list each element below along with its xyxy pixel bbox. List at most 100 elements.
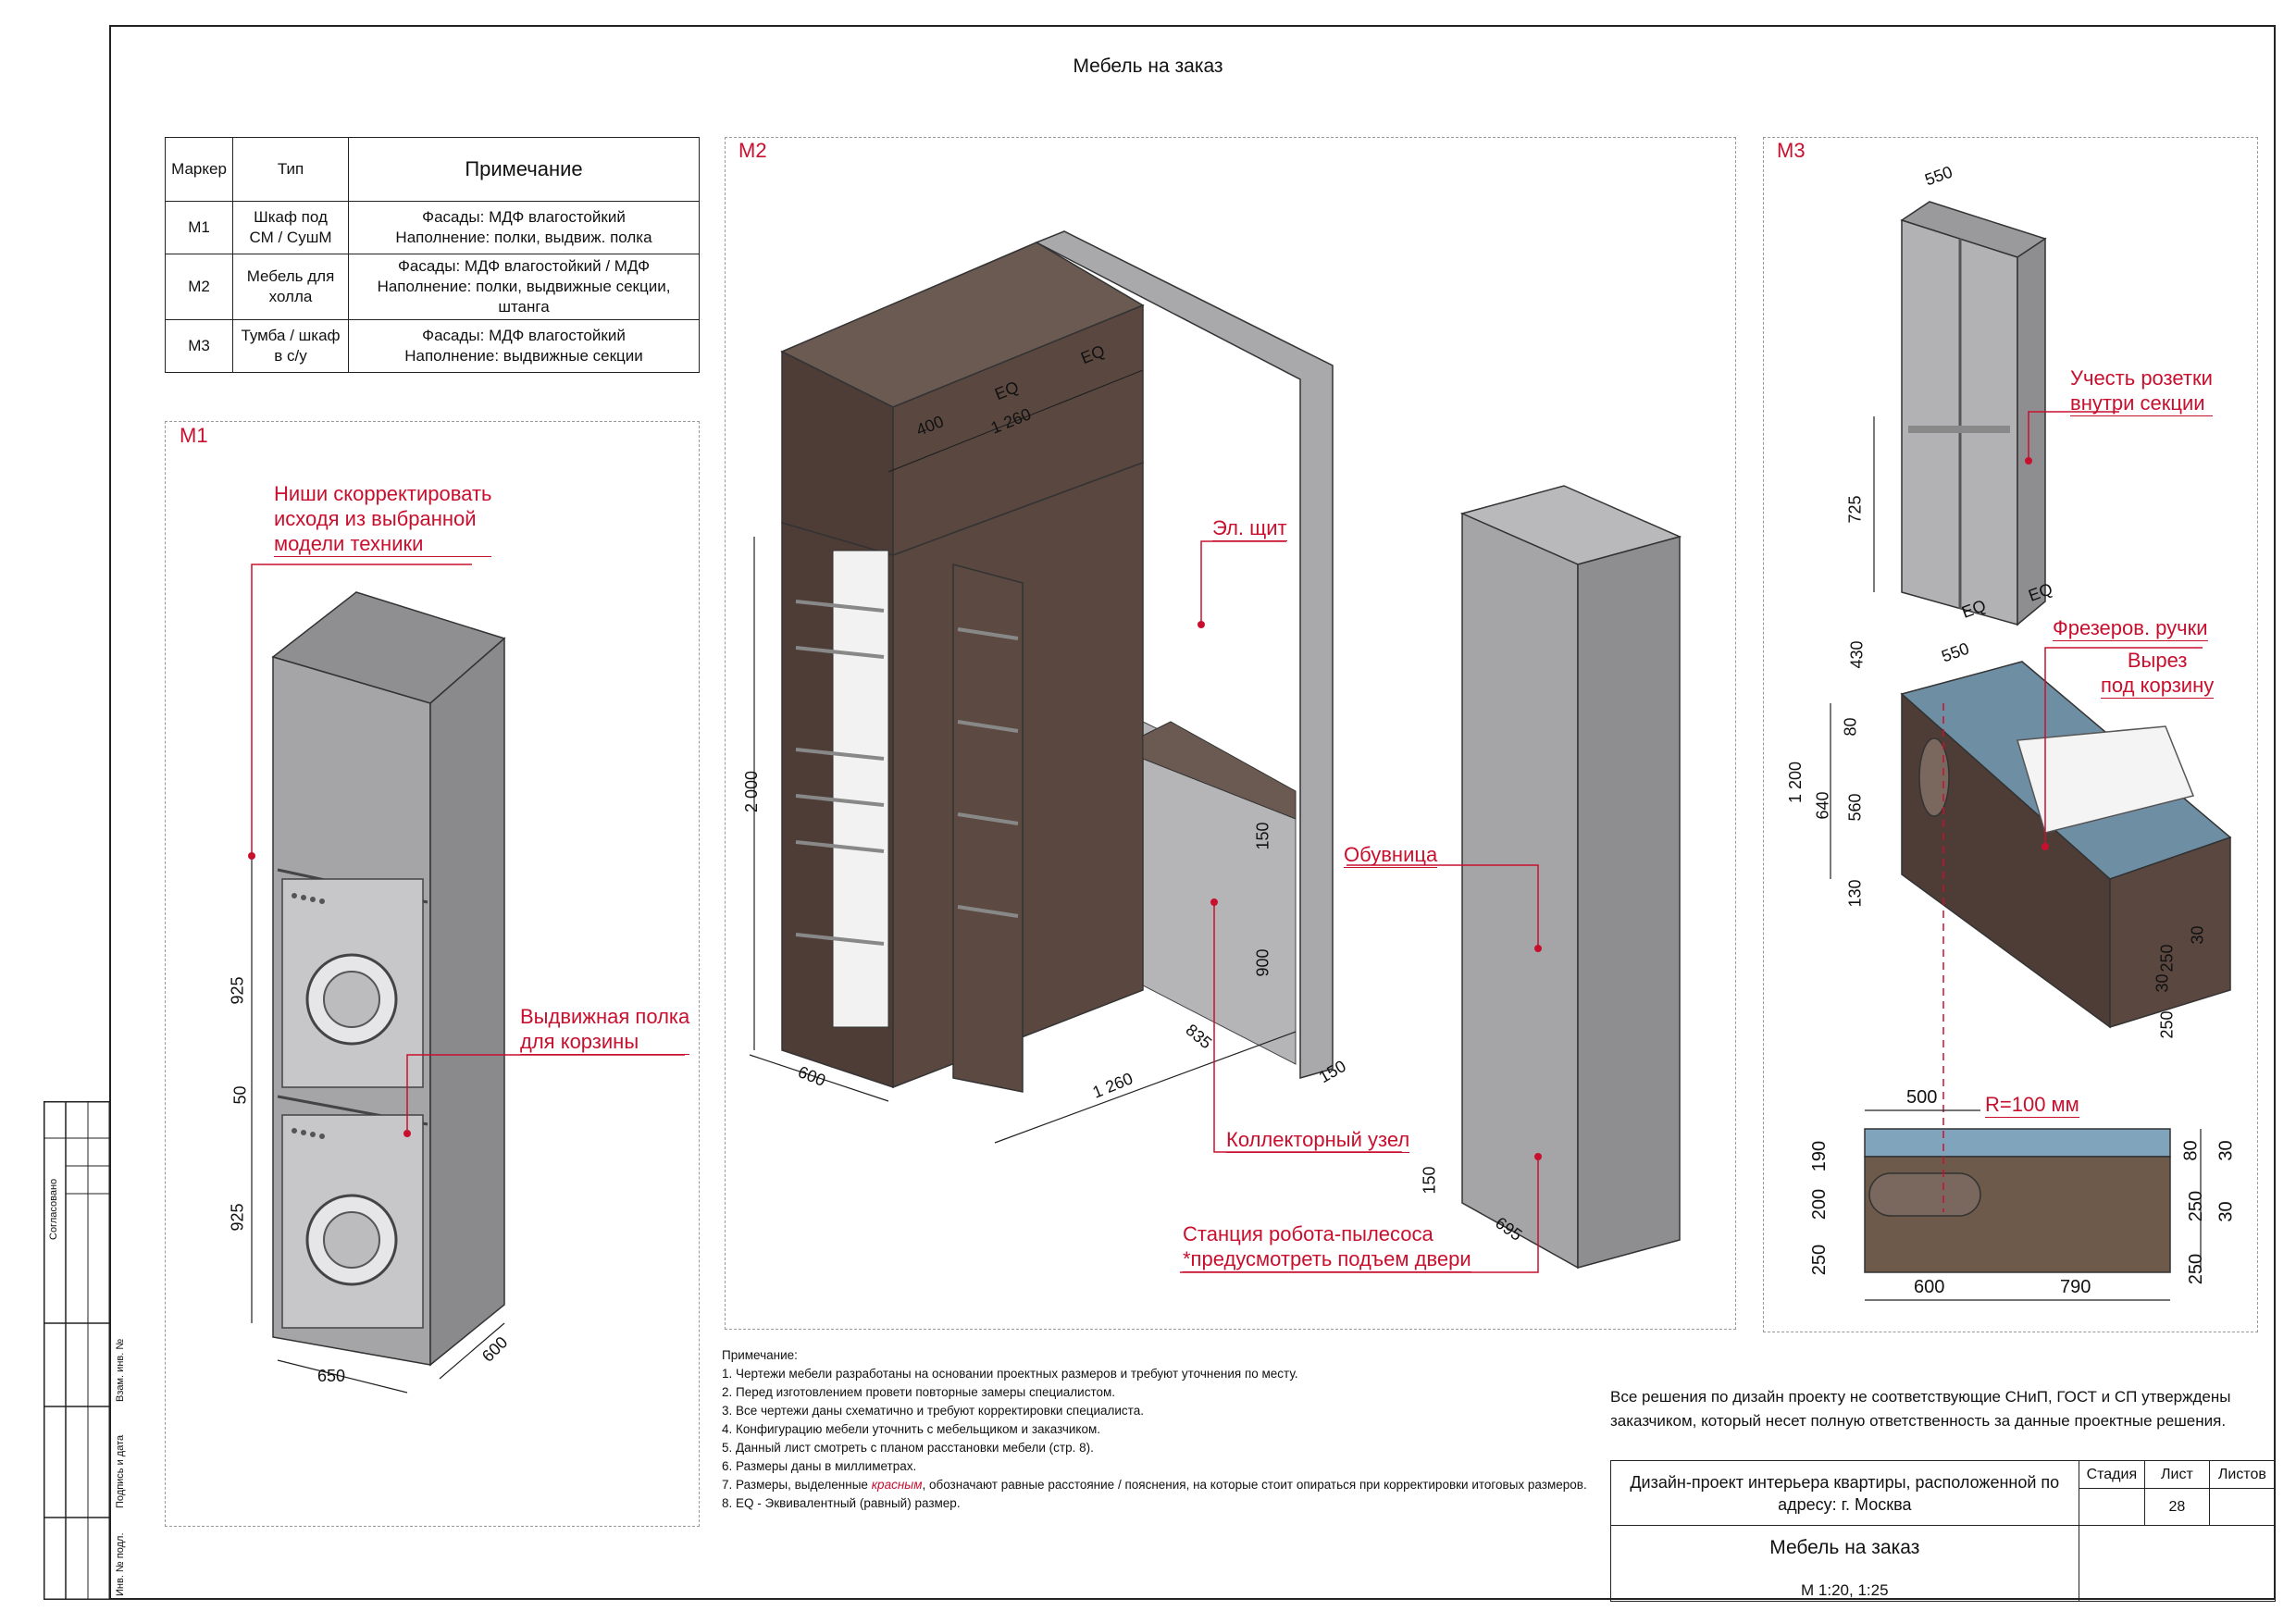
legend-note: Фасады: МДФ влагостойкий (422, 327, 626, 344)
legend-type: Мебель для (246, 267, 335, 285)
approval-strip: Согласовано Взам. инв. № Подпись и дата … (43, 1101, 126, 1600)
note-item: 4. Конфигурацию мебели уточнить с мебель… (722, 1422, 1101, 1436)
note-item: 5. Данный лист смотреть с планом расстан… (722, 1441, 1094, 1455)
section-countertop (1864, 1128, 2171, 1158)
legend-note: Наполнение: полки, выдвижные секции, шта… (377, 278, 671, 316)
m3-dim-h80: 80 (1841, 717, 1860, 737)
legend-marker: М2 (165, 254, 233, 320)
m3-sec-190: 190 (1809, 1140, 1831, 1172)
m1-cabinet-drawing (248, 564, 685, 1394)
legend-note: Наполнение: выдвижные секции (404, 347, 643, 365)
legend-type: холла (268, 288, 313, 305)
m3-dim-h560: 560 (1845, 793, 1865, 822)
legend-row: М3 Тумба / шкаф в с/у Фасады: МДФ влагост… (165, 319, 700, 373)
title-block-scale: М 1:20, 1:25 (1801, 1581, 1889, 1599)
legend-note: Фасады: МДФ влагостойкий (422, 208, 626, 226)
approval-strip-grid (43, 1101, 110, 1600)
panel-m2-label: М2 (738, 139, 767, 162)
m2-collector-note: Коллекторный узел (1226, 1128, 1410, 1153)
note-item: 6. Размеры даны в миллиметрах. (722, 1459, 917, 1473)
legend-header-type: Тип (232, 137, 349, 202)
sheet-title: Мебель на заказ (1073, 56, 1223, 77)
m1-dim-gap: 50 (230, 1085, 250, 1105)
m3-sec-200: 200 (1809, 1188, 1831, 1220)
title-block-name: Мебель на заказ (1769, 1537, 1920, 1558)
note-item: 2. Перед изготовлением провети повторные… (722, 1385, 1116, 1399)
m2-dim-niche-z: 900 (1253, 948, 1272, 977)
legend-note: Фасады: МДФ влагостойкий / МДФ (397, 257, 651, 275)
m2-dim-cab-h: 150 (1420, 1166, 1439, 1195)
legend-type: Тумба / шкаф (241, 327, 341, 344)
m3-dim-h725: 725 (1845, 495, 1865, 524)
m1-dim-h2: 925 (228, 1203, 247, 1232)
m3-dim-h640: 640 (1813, 791, 1832, 820)
sink-icon (2017, 725, 2195, 834)
m3-sec-250r: 250 (2186, 1190, 2207, 1222)
panel-m1-label: М1 (180, 424, 208, 447)
m3-dim-h1200: 1 200 (1786, 761, 1806, 804)
panel-m3 (1763, 137, 2258, 1332)
m2-dim-height: 2 000 (742, 770, 762, 813)
m2-robot-note: Станция робота-пылесоса *предусмотреть п… (1183, 1222, 1471, 1272)
m3-dim-h130: 130 (1845, 879, 1865, 908)
m3-dim-d250b: 250 (2157, 1010, 2177, 1039)
m3-radius-note: R=100 мм (1985, 1093, 2079, 1118)
m3-sec-30b: 30 (2215, 1201, 2237, 1222)
strip-inv-orig: Инв. № подл. (115, 1532, 126, 1596)
legend-header-note: Примечание (348, 137, 700, 202)
m3-dim-d30a: 30 (2188, 925, 2207, 945)
title-block-stage-label: Стадия (2078, 1460, 2146, 1489)
legend-type: в с/у (274, 347, 307, 365)
m2-shoe-note: Обувница (1344, 843, 1438, 868)
legend-row: М2 Мебель для холла Фасады: МДФ влагостой… (165, 254, 700, 320)
strip-inv-replace: Взам. инв. № (115, 1338, 126, 1402)
m1-shelf-note: Выдвижная полка для корзины (520, 1005, 690, 1055)
m2-hall-drawing (749, 230, 1682, 1273)
note-item: 1. Чертежи мебели разработаны на основан… (722, 1367, 1298, 1381)
title-block-sheet-no: 28 (2144, 1488, 2210, 1526)
drawing-frame (109, 25, 2276, 1600)
m2-panel-note: Эл. щит (1212, 516, 1287, 541)
m1-niche-note: Ниши скорректировать исходя из выбранной… (274, 482, 492, 557)
strip-agreed: Согласовано (48, 1178, 59, 1240)
legend-note: Наполнение: полки, выдвиж. полка (395, 229, 652, 246)
m3-sec-30a: 30 (2215, 1140, 2237, 1161)
disclaimer: Все решения по дизайн проекту не соответ… (1610, 1388, 2231, 1430)
m1-dim-h1: 925 (228, 976, 247, 1005)
note-item: 3. Все чертежи даны схематично и требуют… (722, 1404, 1144, 1418)
title-block-project: Дизайн-проект интерьера квартиры, распол… (1610, 1460, 2079, 1526)
m3-sec-500: 500 (1906, 1087, 1938, 1108)
m3-sec-80: 80 (2180, 1140, 2202, 1161)
legend-type: СМ / СушМ (249, 229, 332, 246)
m3-sec-250r2: 250 (2186, 1253, 2207, 1285)
general-notes: Примечание: 1. Чертежи мебели разработан… (722, 1346, 1601, 1513)
title-block: Дизайн-проект интерьера квартиры, распол… (1610, 1460, 2277, 1602)
m3-handles-note: Фрезеров. ручки (2053, 616, 2208, 641)
m3-dim-d250a: 250 (2157, 944, 2177, 973)
m3-cutout-note: Вырез под корзину (2101, 649, 2215, 699)
m3-dim-h430: 430 (1847, 640, 1867, 669)
title-block-stage-value (2078, 1488, 2146, 1526)
note-item: 8. EQ - Эквивалентный (равный) размер. (722, 1496, 961, 1510)
title-block-sheet-label: Лист (2144, 1460, 2210, 1489)
legend-type: Шкаф под (254, 208, 328, 226)
m3-socket-note: Учесть розетки внутри секции (2070, 366, 2213, 416)
m1-dim-width: 650 (317, 1367, 346, 1385)
note-item: 7. Размеры, выделенные красным, обознача… (722, 1478, 1587, 1492)
m3-bathroom-drawing (1830, 201, 2232, 1301)
panel-m1 (165, 421, 700, 1527)
title-block-sheets-value (2208, 1488, 2277, 1526)
m3-sec-600: 600 (1914, 1277, 1945, 1297)
m3-sec-250: 250 (1809, 1244, 1831, 1276)
panel-m3-label: М3 (1777, 139, 1806, 162)
m3-dim-d30b: 30 (2153, 973, 2172, 993)
m2-dim-niche-h: 150 (1253, 822, 1272, 850)
panel-m2 (725, 137, 1736, 1330)
title-block-sheets-label: Листов (2208, 1460, 2277, 1489)
m3-sec-790: 790 (2060, 1277, 2091, 1297)
legend-marker: М3 (165, 319, 233, 373)
strip-sign-date: Подпись и дата (115, 1434, 126, 1508)
